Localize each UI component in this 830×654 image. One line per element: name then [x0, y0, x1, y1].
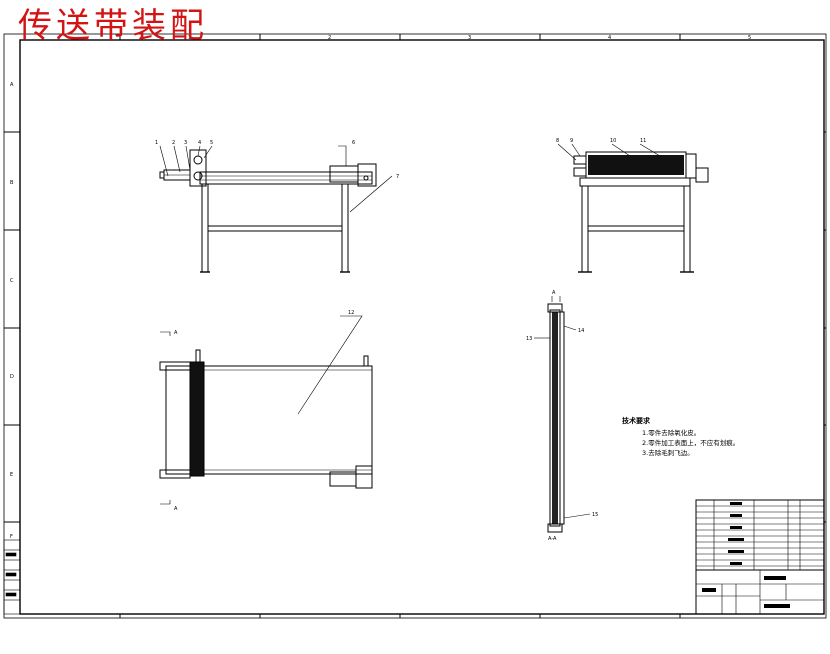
parts-list — [695, 499, 825, 615]
notes-heading: 技术要求 — [622, 416, 651, 425]
notes-item-1: 1.零件去除氧化皮。 — [642, 428, 700, 437]
front-view-balloons: 1 2 3 4 5 6 7 — [155, 140, 399, 180]
balloon-11: 11 — [640, 138, 646, 144]
balloon-6: 6 — [352, 140, 355, 146]
zone-left-e: E — [10, 472, 13, 478]
section-marker-bottom: A — [174, 506, 178, 512]
section-view — [534, 296, 591, 533]
balloon-8: 8 — [556, 138, 559, 144]
zone-markers: 1 2 3 4 5 A B C D E F — [10, 35, 751, 540]
balloon-4: 4 — [198, 140, 201, 146]
balloon-15: 15 — [592, 512, 598, 518]
balloon-2: 2 — [172, 140, 175, 146]
balloon-12: 12 — [348, 310, 354, 316]
plan-view — [159, 315, 373, 505]
zone-left-d: D — [10, 374, 14, 380]
section-view-labels: A 13 14 15 A-A — [526, 290, 598, 542]
balloon-7: 7 — [396, 174, 399, 180]
balloon-3: 3 — [184, 140, 187, 146]
zone-top-5: 5 — [748, 35, 751, 41]
plan-view-labels: 12 A A — [174, 310, 354, 512]
revision-strip — [3, 539, 21, 615]
notes-item-2: 2.零件加工表面上，不应有划痕。 — [642, 438, 739, 447]
zone-left-c: C — [10, 278, 14, 284]
drawing-title: 传送带装配 — [18, 6, 208, 46]
side-view-balloons: 8 9 10 11 — [556, 138, 646, 144]
section-marker-top: A — [174, 330, 178, 336]
notes-item-3: 3.去除毛刺飞边。 — [642, 448, 694, 457]
balloon-13: 13 — [526, 336, 532, 342]
side-view — [557, 143, 709, 273]
zone-left-a: A — [10, 82, 14, 88]
balloon-9: 9 — [570, 138, 573, 144]
technical-notes: 技术要求 1.零件去除氧化皮。 2.零件加工表面上，不应有划痕。 3.去除毛刺飞… — [622, 416, 739, 457]
balloon-14: 14 — [578, 328, 584, 334]
zone-top-3: 3 — [468, 35, 471, 41]
zone-left-b: B — [10, 180, 14, 186]
balloon-1: 1 — [155, 140, 158, 146]
drawing-frame — [3, 33, 827, 619]
section-marker-view-top: A — [552, 290, 556, 296]
section-view-caption: A-A — [548, 536, 557, 542]
front-view — [159, 145, 393, 273]
zone-top-2: 2 — [328, 35, 331, 41]
balloon-10: 10 — [610, 138, 616, 144]
zone-top-4: 4 — [608, 35, 611, 41]
balloon-5: 5 — [210, 140, 213, 146]
zone-left-f: F — [10, 534, 13, 540]
zone-top-1: 1 — [188, 35, 191, 41]
